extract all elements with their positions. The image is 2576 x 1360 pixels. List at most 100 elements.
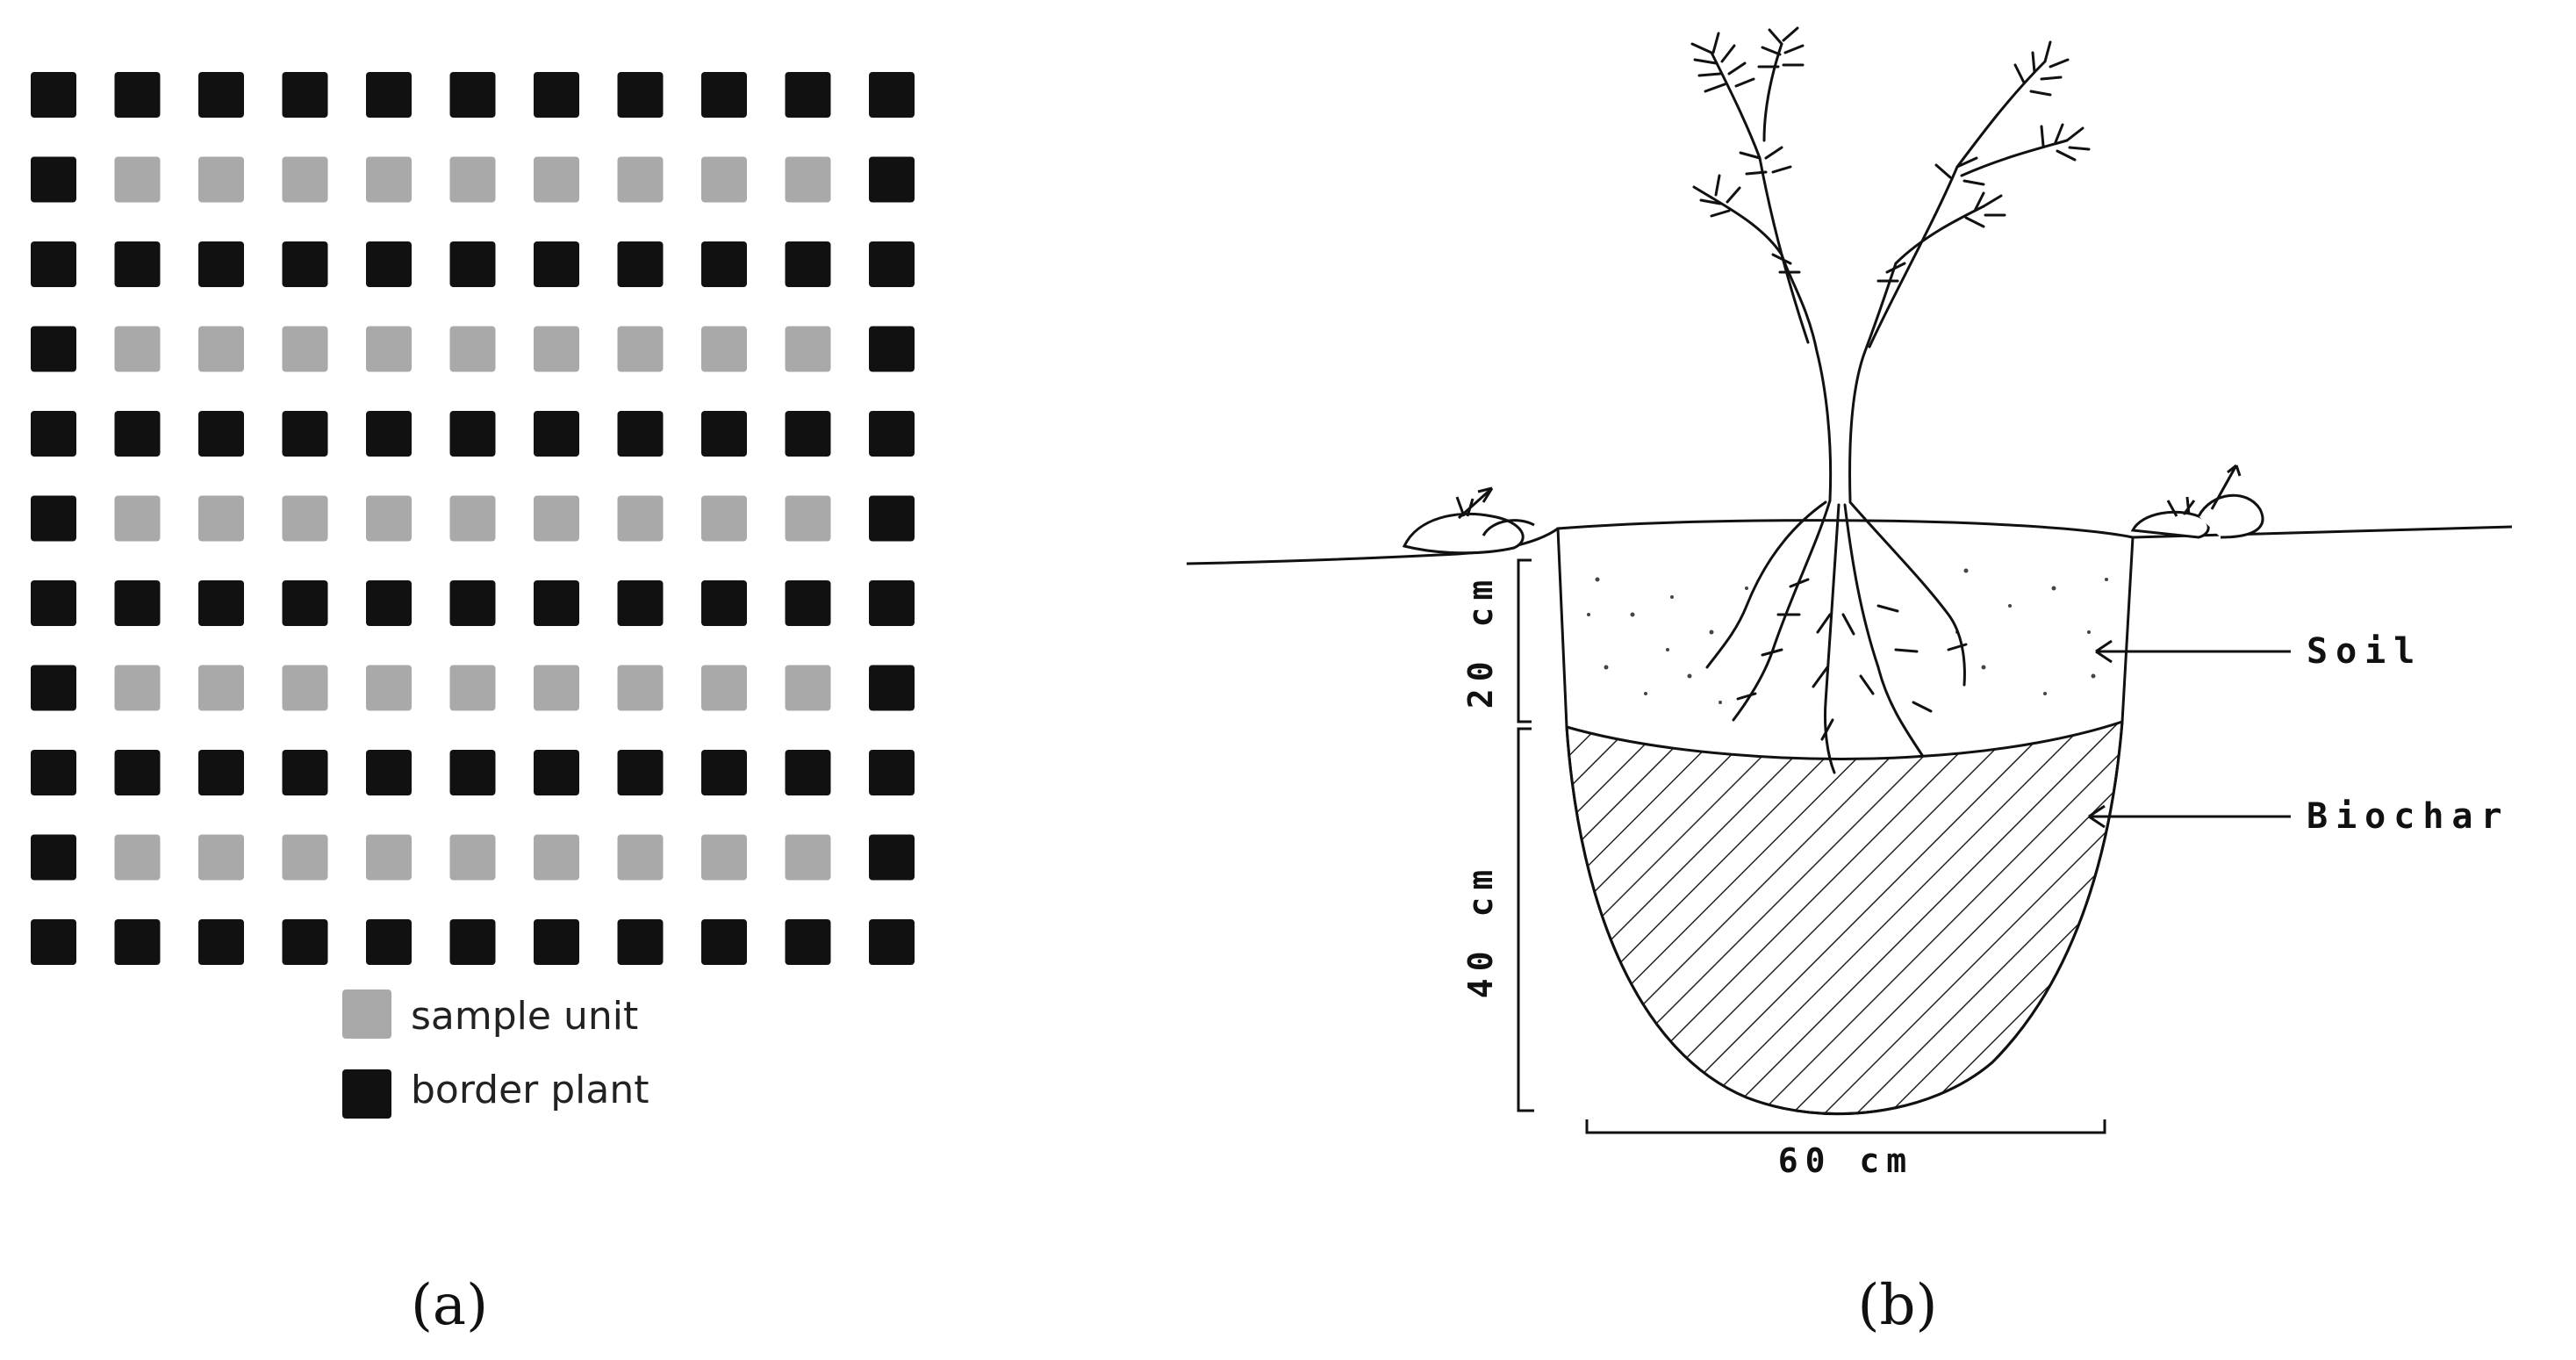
sample-unit-cell	[114, 834, 161, 881]
border-plant-cell	[282, 72, 328, 118]
border-plant-cell	[198, 750, 244, 795]
sample-unit-cell	[282, 834, 328, 881]
border-plant-cell	[31, 834, 76, 881]
sample-unit-cell	[534, 834, 579, 881]
border-plant-cell	[31, 495, 76, 542]
border-plant-cell	[617, 580, 664, 626]
sample-unit-cell	[701, 665, 747, 711]
soil-mound-left-2	[1482, 519, 1535, 536]
border-plant-cell	[701, 919, 747, 965]
sample-unit-cell	[534, 495, 579, 542]
border-plant-cell	[366, 919, 412, 965]
sample-unit-cell	[366, 495, 412, 542]
border-plant-cell	[282, 919, 328, 965]
sample-unit-cell	[198, 495, 244, 542]
border-plant-cell	[701, 580, 747, 626]
sample-unit-cell	[198, 834, 244, 881]
border-plant-cell	[114, 72, 161, 118]
soil-label: Soil	[2307, 631, 2422, 672]
border-plant-cell	[449, 241, 496, 287]
sample-unit-cell	[785, 665, 831, 711]
border-plant-cell	[114, 411, 161, 457]
border-plant-cell	[31, 665, 76, 711]
legend-swatch-border	[342, 1069, 391, 1119]
soil-mound-left	[1402, 512, 1525, 555]
border-plant-cell	[114, 750, 161, 795]
border-plant-cell	[785, 580, 831, 626]
border-plant-cell	[869, 326, 915, 372]
border-plant-cell	[534, 241, 579, 287]
border-plant-cell	[869, 156, 915, 203]
legend: sample unit border plant	[342, 989, 649, 1119]
border-plant-cell	[366, 750, 412, 795]
sample-unit-cell	[617, 834, 664, 881]
panel-b-label: (b)	[1858, 1273, 1938, 1338]
sample-unit-cell	[282, 665, 328, 711]
sample-unit-cell	[701, 495, 747, 542]
sample-unit-cell	[785, 495, 831, 542]
border-plant-cell	[282, 411, 328, 457]
border-plant-cell	[869, 72, 915, 118]
sample-unit-cell	[785, 326, 831, 372]
border-plant-cell	[198, 72, 244, 118]
border-plant-cell	[31, 326, 76, 372]
sample-unit-cell	[198, 156, 244, 203]
border-plant-cell	[534, 411, 579, 457]
legend-label-sample: sample unit	[411, 994, 638, 1039]
biochar-label: Biochar	[2307, 796, 2510, 837]
soil-arrow-icon	[2095, 639, 2291, 664]
border-plant-cell	[198, 241, 244, 287]
border-plant-cell	[31, 580, 76, 626]
left-sprout-icon	[1455, 486, 1494, 520]
border-plant-cell	[31, 72, 76, 118]
border-plant-cell	[617, 919, 664, 965]
soil-speckles	[1587, 568, 2108, 704]
border-plant-cell	[31, 156, 76, 203]
border-plant-cell	[617, 750, 664, 795]
sample-unit-cell	[198, 326, 244, 372]
border-plant-cell	[701, 72, 747, 118]
sample-unit-cell	[785, 156, 831, 203]
border-plant-cell	[617, 241, 664, 287]
border-plant-cell	[198, 411, 244, 457]
sample-unit-cell	[701, 156, 747, 203]
sample-unit-cell	[366, 156, 412, 203]
border-plant-cell	[617, 72, 664, 118]
tree-icon	[1690, 26, 2091, 774]
border-plant-cell	[449, 580, 496, 626]
border-plant-cell	[114, 919, 161, 965]
legend-label-border: border plant	[411, 1068, 649, 1112]
border-plant-cell	[785, 411, 831, 457]
sample-unit-cell	[282, 495, 328, 542]
depth-dimension	[1517, 558, 1534, 1112]
border-plant-cell	[869, 834, 915, 881]
sample-unit-cell	[701, 326, 747, 372]
border-plant-cell	[282, 241, 328, 287]
border-plant-cell	[282, 750, 328, 795]
border-plant-cell	[31, 241, 76, 287]
sample-unit-cell	[617, 495, 664, 542]
right-sprout-icon	[2166, 464, 2242, 517]
border-plant-cell	[114, 580, 161, 626]
sample-unit-cell	[534, 665, 579, 711]
border-plant-cell	[869, 750, 915, 795]
border-plant-cell	[366, 580, 412, 626]
sample-unit-cell	[449, 665, 496, 711]
border-plant-cell	[869, 495, 915, 542]
border-plant-cell	[449, 919, 496, 965]
border-plant-cell	[701, 750, 747, 795]
sample-unit-cell	[449, 326, 496, 372]
border-plant-cell	[701, 411, 747, 457]
border-plant-cell	[534, 580, 579, 626]
sample-unit-cell	[701, 834, 747, 881]
depth-label-bottom: 40 cm	[1461, 863, 1500, 998]
border-plant-cell	[785, 919, 831, 965]
width-label: 60 cm	[1778, 1141, 1913, 1180]
border-plant-cell	[366, 241, 412, 287]
legend-item-sample: sample unit	[342, 989, 638, 1039]
border-plant-cell	[114, 241, 161, 287]
sample-unit-cell	[282, 156, 328, 203]
border-plant-cell	[869, 411, 915, 457]
sample-unit-cell	[534, 156, 579, 203]
